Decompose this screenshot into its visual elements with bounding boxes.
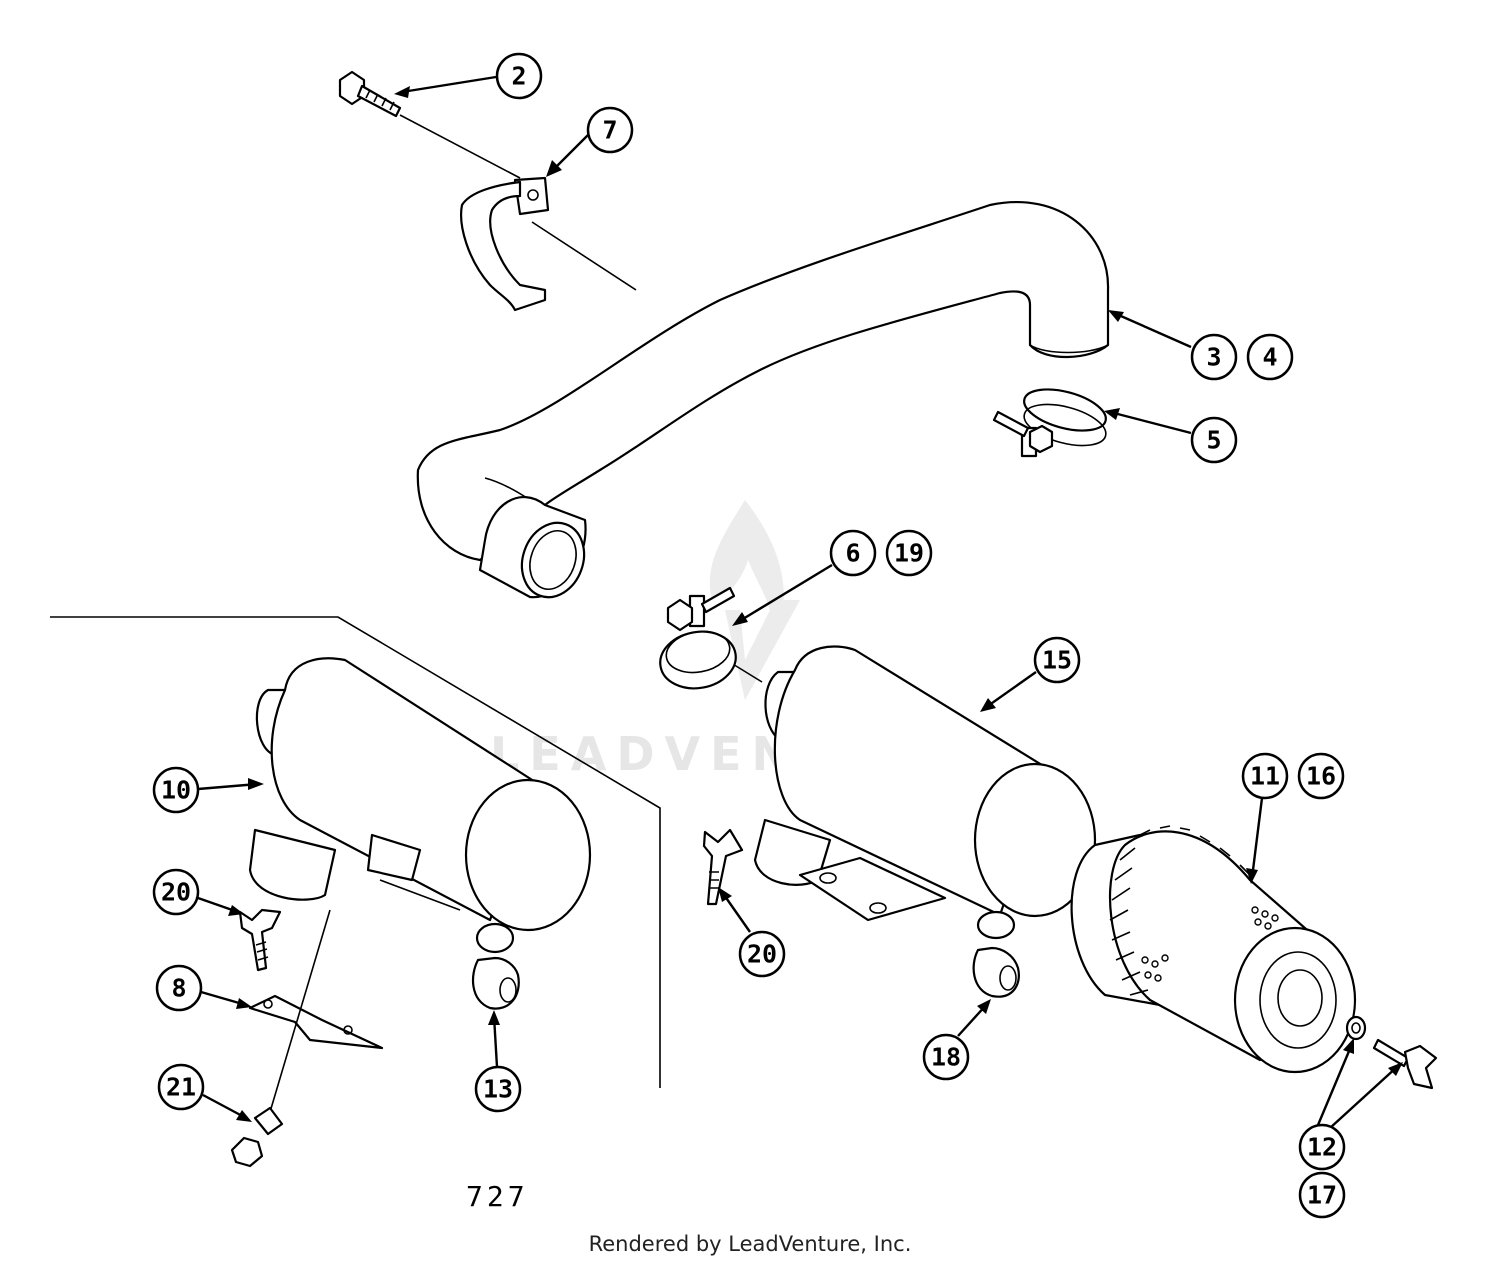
svg-text:20: 20: [747, 940, 777, 969]
hose-clamp-part-6-19: [659, 586, 737, 690]
leadventure-flame-logo: [709, 500, 800, 700]
svg-text:18: 18: [931, 1043, 961, 1072]
air-cleaner-housing-part-15: [753, 645, 1097, 998]
callout-3[interactable]: 3: [1190, 333, 1238, 381]
svg-text:6: 6: [845, 539, 860, 568]
rendered-by-footer: Rendered by LeadVenture, Inc.: [588, 1232, 912, 1256]
svg-text:15: 15: [1042, 646, 1072, 675]
svg-text:21: 21: [166, 1073, 196, 1102]
wing-bolt-part-20-right: [702, 828, 744, 906]
svg-text:19: 19: [894, 539, 924, 568]
callout-20-left[interactable]: 20: [152, 868, 200, 916]
callout-15[interactable]: 15: [1033, 636, 1081, 684]
svg-text:4: 4: [1262, 343, 1277, 372]
svg-text:2: 2: [511, 62, 526, 91]
wing-bolt-part-20-left: [238, 908, 282, 972]
callout-6[interactable]: 6: [829, 529, 877, 577]
callout-19[interactable]: 19: [885, 529, 933, 577]
svg-text:20: 20: [161, 878, 191, 907]
reference-lines: [50, 114, 763, 1088]
svg-text:11: 11: [1250, 762, 1280, 791]
svg-text:16: 16: [1306, 762, 1336, 791]
callout-18[interactable]: 18: [922, 1033, 970, 1081]
callout-21[interactable]: 21: [157, 1063, 205, 1111]
callout-7[interactable]: 7: [586, 106, 634, 154]
callout-4[interactable]: 4: [1246, 333, 1294, 381]
svg-text:12: 12: [1307, 1133, 1337, 1162]
svg-text:10: 10: [161, 776, 191, 805]
hex-bolt-part-21: [230, 1106, 284, 1168]
hose-clamp-part-5: [992, 388, 1107, 458]
callout-13[interactable]: 13: [474, 1065, 522, 1113]
hex-bolt-part-2: [338, 70, 402, 118]
callout-12[interactable]: 12: [1298, 1123, 1346, 1171]
figure-number: 727: [466, 1180, 529, 1213]
svg-text:3: 3: [1206, 343, 1221, 372]
callout-8[interactable]: 8: [155, 964, 203, 1012]
callout-2[interactable]: 2: [495, 52, 543, 100]
svg-text:8: 8: [171, 974, 186, 1003]
strap-bracket-part-7: [460, 176, 550, 312]
callout-11[interactable]: 11: [1241, 752, 1289, 800]
callout-17[interactable]: 17: [1298, 1171, 1346, 1219]
callout-16[interactable]: 16: [1297, 752, 1345, 800]
svg-text:7: 7: [602, 116, 617, 145]
air-cleaner-housing-part-10: [248, 657, 592, 1010]
filter-perforations: [1141, 906, 1279, 982]
air-filter-element-part-11-16: [1070, 825, 1357, 1074]
mounting-plate-part-8: [248, 909, 384, 1113]
svg-text:13: 13: [483, 1075, 513, 1104]
callout-20-right[interactable]: 20: [738, 930, 786, 978]
svg-text:17: 17: [1307, 1181, 1337, 1210]
washer-and-wing-bolt-part-12-17: [1345, 1015, 1438, 1090]
callout-5[interactable]: 5: [1190, 416, 1238, 464]
callout-10[interactable]: 10: [152, 766, 200, 814]
svg-text:5: 5: [1206, 426, 1221, 455]
air-intake-hose-part-3-4: [416, 201, 1110, 599]
callouts: 2 7 3 4 5 6: [152, 52, 1403, 1219]
